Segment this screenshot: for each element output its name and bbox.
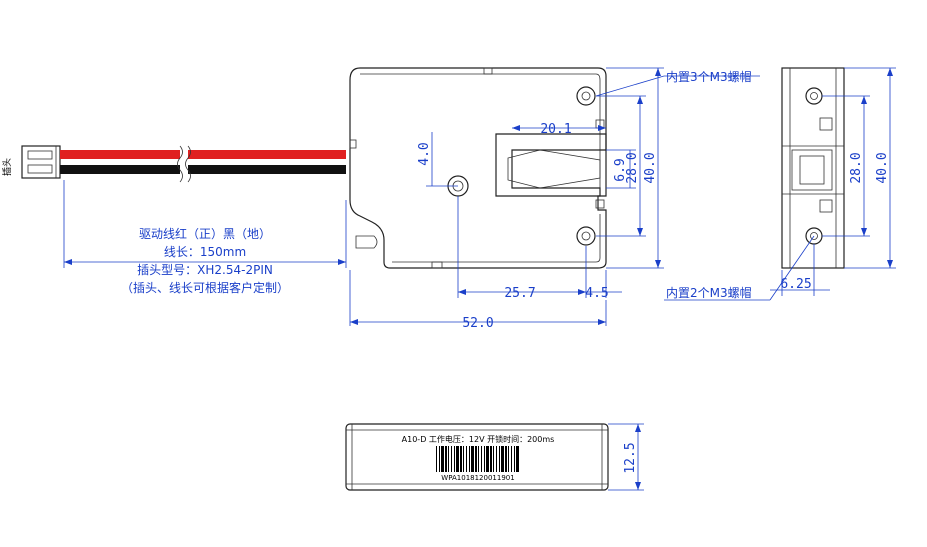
barcode-bar [448, 446, 449, 472]
product-label: A10-D 工作电压：12V 开锁时间：200ms WPA10181200119… [402, 434, 555, 482]
dim-28-0-front: 28.0 [625, 152, 640, 183]
front-view-dimensions: 20.1 4.0 6.9 28.0 40.0 25.7 4. [349, 67, 760, 331]
wire-length-dimension [63, 180, 347, 268]
barcode-bar [466, 446, 467, 472]
barcode-number: WPA1018120011901 [441, 474, 514, 482]
barcode-bar [436, 446, 437, 472]
dim-4-5: 4.5 [585, 286, 608, 301]
barcode-bar [501, 446, 504, 472]
wire-note-line1: 驱动线红（正）黑（地） [139, 226, 271, 241]
wire-black [60, 165, 346, 174]
barcode-bar [496, 446, 497, 472]
barcode-bar [469, 446, 470, 472]
wire-note-line4: （插头、线长可根据客户定制） [121, 280, 289, 295]
side-view-dimensions: 28.0 40.0 6.25 [664, 67, 896, 301]
barcode-bar [511, 446, 512, 472]
dim-20-1: 20.1 [540, 122, 571, 137]
wire-note-line3: 插头型号：XH2.54-2PIN [137, 263, 273, 277]
dim-28-0-side: 28.0 [849, 152, 864, 183]
barcode-bar [441, 446, 444, 472]
barcode-bar [493, 446, 494, 472]
dim-52-0: 52.0 [462, 316, 493, 331]
side-note-nuts: 内置2个M3螺帽 [666, 285, 752, 300]
barcode-bar [463, 446, 464, 472]
barcode-bar [475, 446, 477, 472]
barcode-bar [445, 446, 447, 472]
front-view-body [349, 67, 607, 269]
barcode-bar [484, 446, 485, 472]
barcode-bar [499, 446, 500, 472]
barcode-bar [486, 446, 489, 472]
product-label-text: A10-D 工作电压：12V 开锁时间：200ms [402, 434, 555, 444]
bottom-view-body [345, 423, 609, 491]
dim-6-25: 6.25 [780, 277, 811, 292]
barcode-bar [439, 446, 440, 472]
barcode-bar [454, 446, 455, 472]
dim-4-0: 4.0 [417, 142, 432, 165]
barcode-bar [481, 446, 482, 472]
wire-red [60, 150, 346, 159]
connector-label: 插头 [1, 158, 13, 176]
dim-40-0-side: 40.0 [875, 152, 890, 183]
dim-40-0-front: 40.0 [643, 152, 658, 183]
barcode-bar [471, 446, 474, 472]
dim-25-7: 25.7 [504, 286, 535, 301]
barcode-bar [460, 446, 462, 472]
connector-plug [21, 145, 61, 179]
barcode-bar [490, 446, 492, 472]
bottom-view-dimensions: 12.5 [608, 423, 644, 491]
barcode [436, 446, 519, 472]
wire-break-mark [177, 145, 191, 183]
dim-12-5: 12.5 [623, 442, 638, 473]
wire-note: 驱动线红（正）黑（地） 线长：150mm 插头型号：XH2.54-2PIN （插… [121, 226, 289, 295]
barcode-bar [505, 446, 507, 472]
barcode-bar [508, 446, 509, 472]
side-view-body [781, 67, 845, 269]
front-note-nuts: 内置3个M3螺帽 [666, 69, 752, 84]
barcode-bar [478, 446, 479, 472]
barcode-bar [451, 446, 452, 472]
wire-note-line2: 线长：150mm [164, 245, 246, 259]
barcode-bar [514, 446, 515, 472]
barcode-bar [456, 446, 459, 472]
dim-6-9: 6.9 [613, 158, 628, 181]
barcode-bar [516, 446, 519, 472]
